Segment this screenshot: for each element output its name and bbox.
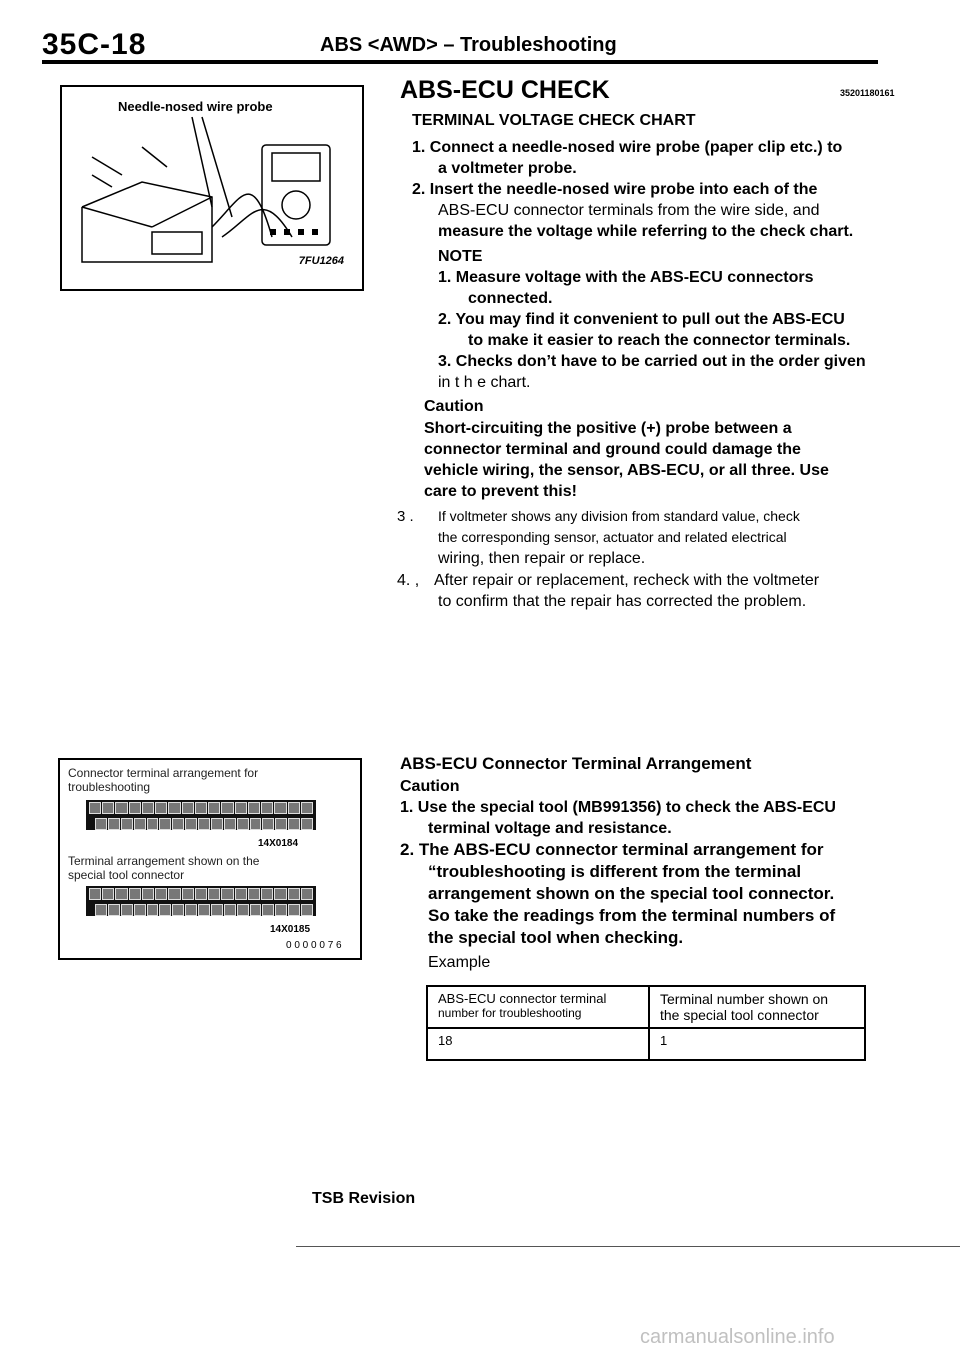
step-1: 1. Connect a needle-nosed wire probe (pa… [412,139,843,156]
step-3-cont: the corresponding sensor, actuator and r… [438,529,787,545]
section-id-code: 35201180161 [840,88,895,98]
example-label: Example [428,954,491,971]
header-rule [42,60,878,64]
figure2-caption-2: Terminal arrangement shown on the [68,854,260,868]
table-row: ABS-ECU connector terminal number for tr… [426,985,866,1029]
figure2-code-2: 14X0185 [270,924,311,935]
figure2-caption-1: Connector terminal arrangement for [68,766,259,780]
voltmeter-probe-illustration [81,116,331,263]
figure2-code-3: 0 0 0 0 0 7 6 [286,940,342,951]
caution-line-3: vehicle wiring, the sensor, ABS-ECU, or … [424,462,829,479]
footer-rule [296,1246,960,1247]
step-3-number: 3 . [397,508,414,525]
note-title: NOTE [438,248,483,265]
note-1-cont: connected. [468,290,553,307]
step-2-cont: ABS-ECU connector terminals from the wir… [438,202,820,219]
figure2-code-1: 14X0184 [258,838,299,849]
step-2: 2. Insert the needle-nosed wire probe in… [412,181,818,198]
connector-arrangement-figure: Connector terminal arrangement for troub… [58,758,362,960]
step-2-cont2: measure the voltage while referring to t… [438,223,854,240]
step-1-cont: a voltmeter probe. [438,160,577,177]
figure-code: 7FU1264 [298,255,344,267]
arrangement-caution-2-cont3: So take the readings from the terminal n… [428,906,836,925]
tsb-revision: TSB Revision [312,1190,416,1207]
step-4: After repair or replacement, recheck wit… [434,572,820,589]
caution-line-1: Short-circuiting the positive (+) probe … [424,420,792,437]
note-1: 1. Measure voltage with the ABS-ECU conn… [438,269,814,286]
header-line: the special tool connector [660,1007,819,1023]
header-line: number for troubleshooting [438,1006,582,1020]
step-4-number: 4. , [397,572,420,589]
table-header-cell: ABS-ECU connector terminal number for tr… [426,985,650,1029]
example-table: ABS-ECU connector terminal number for tr… [426,985,866,1061]
voltmeter-probe-figure: Needle-nosed wire probe 7FU1264 [60,85,364,291]
table-header-cell: Terminal number shown on the special too… [648,985,866,1029]
arrangement-caution-2: 2. The ABS-ECU connector terminal arrang… [400,840,824,859]
caution-title: Caution [424,398,484,415]
note-3-cont: in t h e chart. [438,374,531,391]
table-row: 18 1 [426,1027,866,1061]
troubleshooting-connector-strip [86,800,316,830]
table-cell: 1 [648,1027,866,1061]
figure-label: Needle-nosed wire probe [118,99,273,114]
note-2: 2. You may find it convenient to pull ou… [438,311,845,328]
note-2-cont: to make it easier to reach the connector… [468,332,851,349]
watermark: carmanualsonline.info [640,1326,835,1348]
header-line: Terminal number shown on [660,991,829,1007]
special-tool-connector-strip [86,886,316,916]
arrangement-caution-2-cont: “troubleshooting is different from the t… [428,862,802,881]
caution-line-4: care to prevent this! [424,483,577,500]
caution-line-2: connector terminal and ground could dama… [424,441,801,458]
step-3: If voltmeter shows any division from sta… [438,508,800,524]
arrangement-caution-1: 1. Use the special tool (MB991356) to ch… [400,799,836,816]
step-4-cont: to confirm that the repair has corrected… [438,593,807,610]
figure2-caption-2-cont: special tool connector [68,868,185,882]
page-number: 35C-18 [42,28,147,61]
header-line: ABS-ECU connector terminal [438,991,607,1006]
section-title: ABS-ECU CHECK [400,76,610,104]
page-title: ABS <AWD> – Troubleshooting [320,34,617,56]
arrangement-caution-title: Caution [400,778,460,795]
note-3: 3. Checks don’t have to be carried out i… [438,353,866,370]
figure2-caption-1-cont: troubleshooting [68,780,151,794]
arrangement-caution-2-cont2: arrangement shown on the special tool co… [428,884,835,903]
arrangement-title: ABS-ECU Connector Terminal Arrangement [400,754,752,773]
arrangement-caution-2-cont4: the special tool when checking. [428,928,684,947]
section-subtitle: TERMINAL VOLTAGE CHECK CHART [412,112,696,129]
step-3-cont2: wiring, then repair or replace. [438,550,646,567]
table-cell: 18 [426,1027,650,1061]
arrangement-caution-1-cont: terminal voltage and resistance. [428,820,672,837]
